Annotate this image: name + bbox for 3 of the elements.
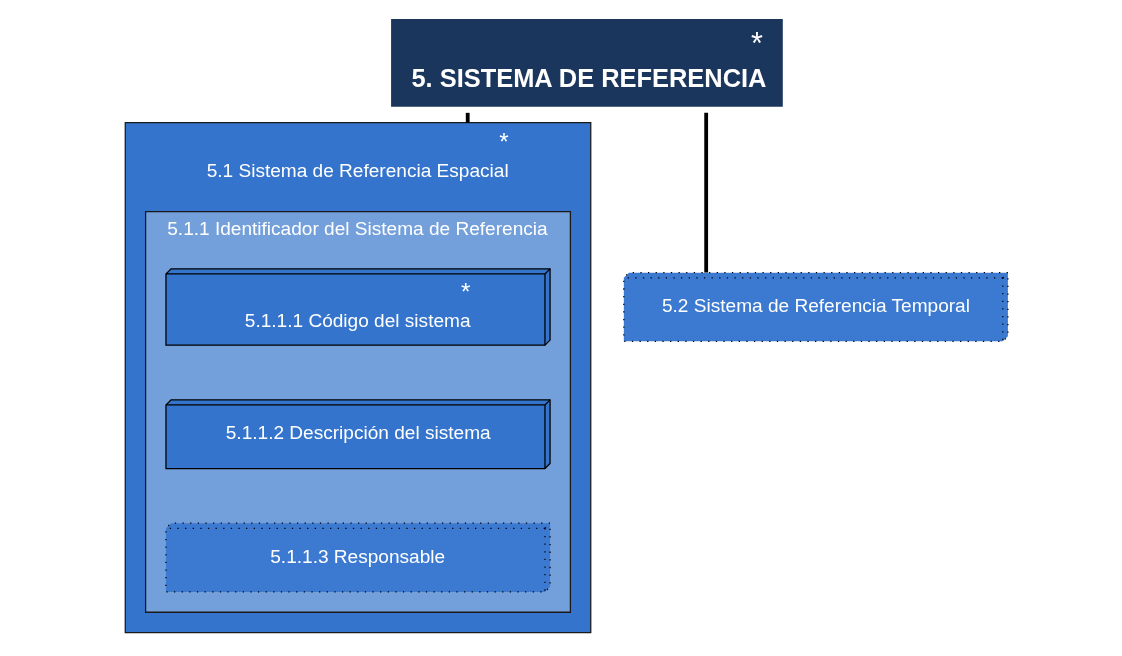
connector	[703, 112, 708, 273]
connector	[465, 112, 470, 123]
node-box: * 5. SISTEMA DE REFERENCIA	[389, 17, 784, 108]
